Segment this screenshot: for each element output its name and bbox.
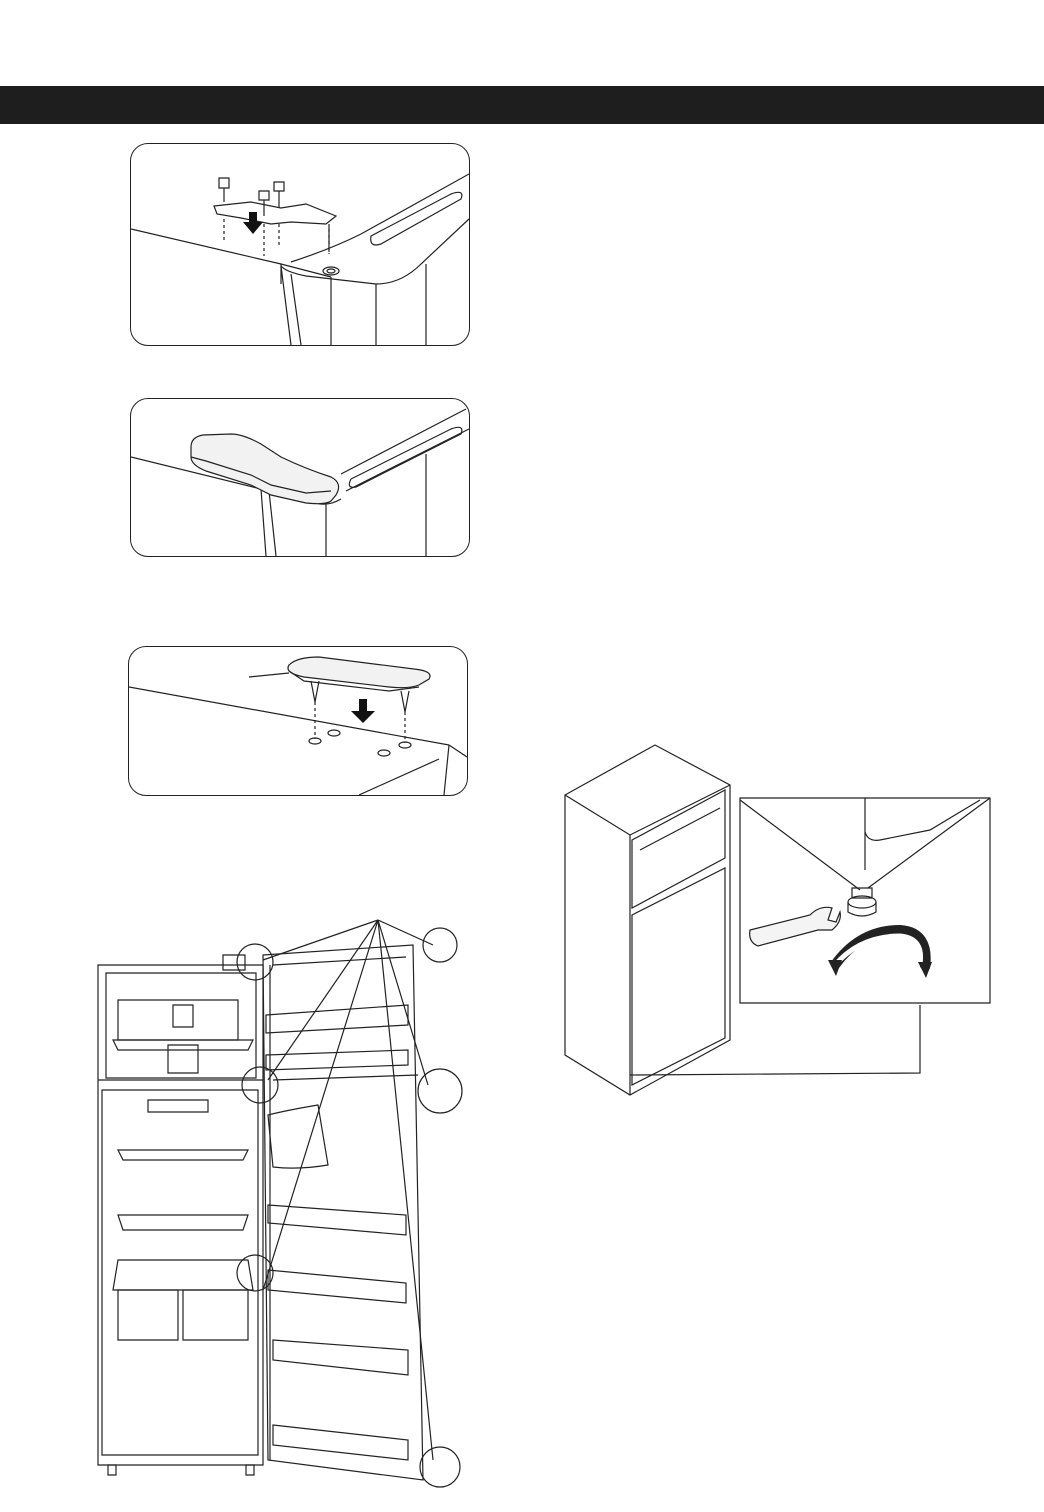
hinge-bracket-panel <box>130 143 470 346</box>
hinge-cover-pins-icon <box>129 647 467 795</box>
section-header-bar <box>0 86 1044 124</box>
hinge-bracket-icon <box>131 144 469 345</box>
hinge-cover-pins-panel <box>128 646 468 796</box>
hinge-cover-panel <box>130 398 470 557</box>
open-refrigerator-icon <box>88 905 468 1495</box>
leveling-foot-icon <box>560 740 995 1100</box>
hinge-cover-icon <box>131 399 469 556</box>
